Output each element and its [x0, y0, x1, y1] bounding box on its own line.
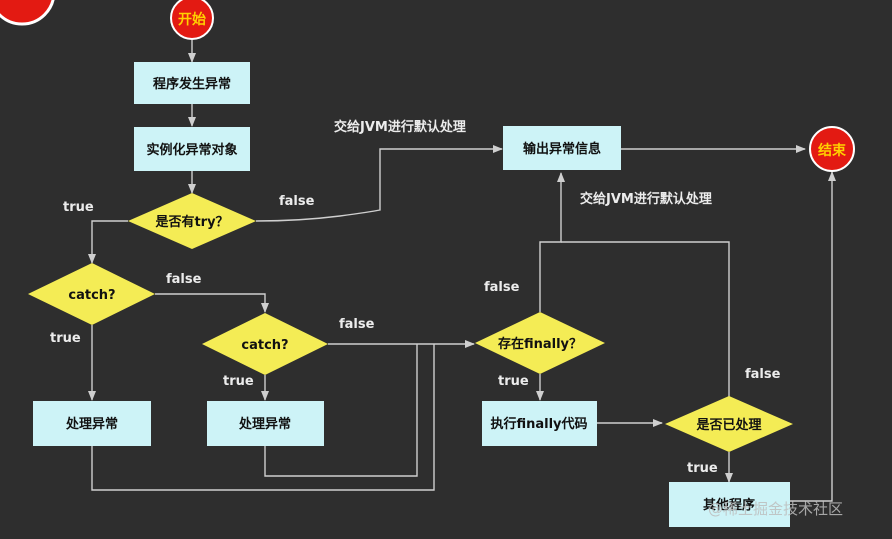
catch1-label: catch?: [68, 288, 115, 303]
output-label: 输出异常信息: [523, 141, 601, 157]
handled-true-label: true: [687, 461, 718, 476]
output-box: [503, 126, 621, 170]
handle2-label: 处理异常: [238, 416, 291, 432]
catch2-true-label: true: [223, 374, 254, 389]
handle1-box: [33, 401, 151, 446]
edge-handled-false: [561, 241, 730, 397]
catch1-true-label: true: [50, 331, 81, 346]
edge-handle2-merge: [264, 344, 418, 477]
start-node: 开始: [170, 0, 214, 40]
edge-other-end: [790, 171, 836, 502]
corner-decoration: [0, 0, 55, 26]
jvm-label-top: 交给JVM进行默认处理: [334, 119, 466, 135]
catch1-diamond: [28, 263, 155, 325]
edge-try-true: [88, 220, 128, 264]
catch1-false-label: false: [166, 272, 202, 287]
instantiate-box: [134, 127, 250, 171]
try-label: 是否有try？: [154, 214, 228, 230]
edge-catch1-false: [155, 293, 269, 313]
finally-false-label: false: [484, 280, 520, 295]
edge-try-false: [255, 145, 503, 222]
other-label: 其他程序: [703, 497, 755, 513]
handled-false-label: false: [745, 367, 781, 382]
catch2-false-label: false: [339, 317, 375, 332]
handle2-box: [207, 401, 324, 446]
connectors: [88, 40, 836, 502]
handled-label: 是否已处理: [695, 417, 761, 433]
start-label: 开始: [178, 11, 206, 28]
finally-true-label: true: [498, 374, 529, 389]
throw-box: [134, 62, 250, 104]
watermark: @稀土掘金技术社区: [708, 500, 844, 518]
catch2-label: catch?: [241, 338, 288, 353]
try-diamond: [128, 193, 256, 249]
edge-finally-false: [539, 172, 565, 312]
edge-handle1-merge: [91, 344, 435, 491]
other-box: [669, 482, 790, 527]
jvm-label-mid: 交给JVM进行默认处理: [580, 191, 712, 207]
exec-finally-box: [482, 401, 597, 446]
end-node: 结束: [809, 126, 855, 172]
handle1-label: 处理异常: [65, 416, 118, 432]
instantiate-label: 实例化异常对象: [146, 142, 237, 158]
finally-label: 存在finally？: [498, 336, 582, 352]
try-true-label: true: [63, 200, 94, 215]
finally-diamond: [475, 312, 605, 374]
start-circle: [170, 0, 214, 40]
catch2-diamond: [202, 313, 328, 375]
end-circle: [809, 126, 855, 172]
end-label: 结束: [818, 142, 847, 159]
exec-finally-label: 执行finally代码: [490, 416, 587, 432]
handled-diamond: [665, 396, 793, 452]
throw-label: 程序发生异常: [153, 76, 231, 92]
try-false-label: false: [279, 194, 315, 209]
